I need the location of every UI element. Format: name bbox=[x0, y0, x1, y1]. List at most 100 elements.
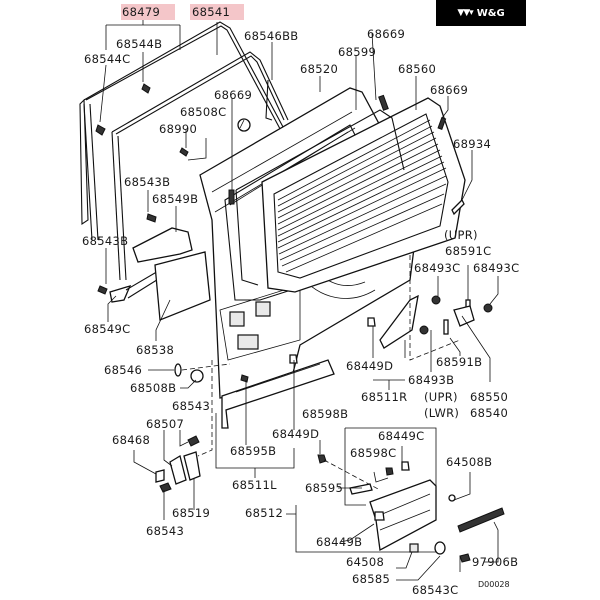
rear-glass-68560[interactable] bbox=[261, 97, 466, 293]
label-68595B[interactable]: 68595B bbox=[230, 444, 276, 458]
label-68669-a[interactable]: 68669 bbox=[214, 88, 252, 102]
label-64508B[interactable]: 64508B bbox=[446, 455, 492, 469]
bolt-68493C-right[interactable] bbox=[483, 303, 493, 313]
weatherstrip-inner-68541[interactable] bbox=[111, 51, 289, 281]
label-68449D-right[interactable]: 68449D bbox=[346, 359, 393, 373]
label-68598B[interactable]: 68598B bbox=[302, 407, 348, 421]
bolt-68493C-left[interactable] bbox=[431, 295, 441, 305]
striker-68519[interactable] bbox=[183, 451, 201, 481]
label-68449C[interactable]: 68449C bbox=[378, 429, 424, 443]
label-68520[interactable]: 68520 bbox=[300, 62, 338, 76]
spacer-68669-mid[interactable] bbox=[378, 94, 389, 111]
spring-68990[interactable] bbox=[179, 147, 189, 157]
label-68479[interactable]: 68479 bbox=[122, 5, 160, 19]
clip-68449D-right[interactable] bbox=[367, 317, 376, 327]
panel-68538[interactable] bbox=[154, 251, 211, 321]
bolt-68543B-upper[interactable] bbox=[146, 213, 157, 223]
label-68511R[interactable]: 68511R bbox=[361, 390, 407, 404]
label-68934[interactable]: 68934 bbox=[453, 137, 491, 151]
weatherstrip-outer-68479[interactable] bbox=[79, 21, 291, 241]
label-68669-c[interactable]: 68669 bbox=[430, 83, 468, 97]
seal-68546[interactable] bbox=[174, 363, 182, 377]
label-68508C[interactable]: 68508C bbox=[180, 105, 226, 119]
clip-68449B[interactable] bbox=[374, 511, 385, 521]
latch-plate-68507[interactable] bbox=[169, 454, 187, 485]
label-68598C[interactable]: 68598C bbox=[350, 446, 396, 460]
label-68541[interactable]: 68541 bbox=[192, 5, 230, 19]
label-68493C-right[interactable]: 68493C bbox=[473, 261, 519, 275]
label-97906B[interactable]: 97906B bbox=[472, 555, 518, 569]
label-68546BB[interactable]: 68546BB bbox=[244, 29, 298, 43]
garnish-68511R[interactable] bbox=[379, 294, 419, 349]
clip-68598B[interactable] bbox=[317, 454, 327, 464]
label-68544C[interactable]: 68544C bbox=[84, 52, 130, 66]
spacer-68585[interactable] bbox=[434, 541, 446, 555]
label-68591C[interactable]: 68591C bbox=[445, 244, 491, 258]
bolt-68543C[interactable] bbox=[459, 553, 471, 563]
label-68543-upper[interactable]: 68543 bbox=[172, 399, 210, 413]
clip-68544B[interactable] bbox=[141, 83, 151, 94]
label-68560[interactable]: 68560 bbox=[398, 62, 436, 76]
label-68543B-lower[interactable]: 68543B bbox=[82, 234, 128, 248]
label-68599[interactable]: 68599 bbox=[338, 45, 376, 59]
clip-68598C[interactable] bbox=[385, 467, 394, 476]
glass-seal-68599-side[interactable] bbox=[235, 189, 259, 286]
cap-68508B[interactable] bbox=[190, 369, 204, 383]
brand-name: W&G bbox=[476, 7, 505, 19]
bolt-68543B-lower[interactable] bbox=[97, 285, 108, 295]
hinge-68550[interactable] bbox=[453, 305, 475, 327]
molding-68934[interactable] bbox=[451, 198, 465, 216]
label-68543-lower[interactable]: 68543 bbox=[146, 524, 184, 538]
hinge-68549B[interactable] bbox=[132, 227, 193, 263]
label-64508[interactable]: 64508 bbox=[346, 555, 384, 569]
glass-seal-68599[interactable] bbox=[235, 109, 405, 191]
label-68538[interactable]: 68538 bbox=[136, 343, 174, 357]
cap-64508B[interactable] bbox=[448, 494, 456, 502]
label-68669-b[interactable]: 68669 bbox=[367, 27, 405, 41]
label-68493B[interactable]: 68493B bbox=[408, 373, 454, 387]
label-upr-b: (UPR) bbox=[424, 390, 458, 404]
label-68595[interactable]: 68595 bbox=[305, 481, 343, 495]
label-68585[interactable]: 68585 bbox=[352, 572, 390, 586]
screw-68595[interactable] bbox=[349, 483, 373, 495]
garnish-68595B[interactable] bbox=[221, 359, 335, 429]
label-68990[interactable]: 68990 bbox=[159, 122, 197, 136]
label-68540[interactable]: 68540 bbox=[470, 406, 508, 420]
label-68449B[interactable]: 68449B bbox=[316, 535, 362, 549]
highlight-68479 bbox=[121, 4, 175, 20]
label-68591B[interactable]: 68591B bbox=[436, 355, 482, 369]
clip-68544C[interactable] bbox=[95, 124, 106, 136]
label-68468[interactable]: 68468 bbox=[112, 433, 150, 447]
label-68511L[interactable]: 68511L bbox=[232, 478, 277, 492]
label-68493C-left[interactable]: 68493C bbox=[414, 261, 460, 275]
bolt-68493B[interactable] bbox=[419, 325, 429, 335]
bolt-68543-lower[interactable] bbox=[159, 482, 172, 493]
label-68546[interactable]: 68546 bbox=[104, 363, 142, 377]
spacer-68669-left[interactable] bbox=[228, 189, 235, 205]
hinge-pin-68591B[interactable] bbox=[443, 319, 449, 335]
label-68543B-upper[interactable]: 68543B bbox=[124, 175, 170, 189]
highlight-68541 bbox=[190, 4, 244, 20]
label-68550[interactable]: 68550 bbox=[470, 390, 508, 404]
label-68549C[interactable]: 68549C bbox=[84, 322, 130, 336]
label-68543C[interactable]: 68543C bbox=[412, 583, 458, 597]
grommet-68508C[interactable] bbox=[237, 118, 251, 132]
label-68508B[interactable]: 68508B bbox=[130, 381, 176, 395]
hinge-68549C[interactable] bbox=[109, 284, 132, 303]
bracket-68468[interactable] bbox=[155, 469, 165, 483]
spacer-68669-right[interactable] bbox=[437, 116, 447, 130]
label-68544B[interactable]: 68544B bbox=[116, 37, 162, 51]
rod-68546BB[interactable] bbox=[265, 79, 273, 121]
label-68512[interactable]: 68512 bbox=[245, 506, 283, 520]
label-68519[interactable]: 68519 bbox=[172, 506, 210, 520]
clip-68449C[interactable] bbox=[401, 461, 410, 471]
label-68449D-left[interactable]: 68449D bbox=[272, 427, 319, 441]
bracket-68549C-arm bbox=[125, 269, 161, 299]
strip-97906B[interactable] bbox=[457, 507, 505, 533]
bolt-68543-upper[interactable] bbox=[187, 435, 200, 447]
label-upr-a: (UPR) bbox=[444, 228, 478, 242]
label-68507[interactable]: 68507 bbox=[146, 417, 184, 431]
label-68549B[interactable]: 68549B bbox=[152, 192, 198, 206]
cap-64508[interactable] bbox=[409, 543, 419, 553]
clip-68449D-left[interactable] bbox=[289, 354, 298, 364]
